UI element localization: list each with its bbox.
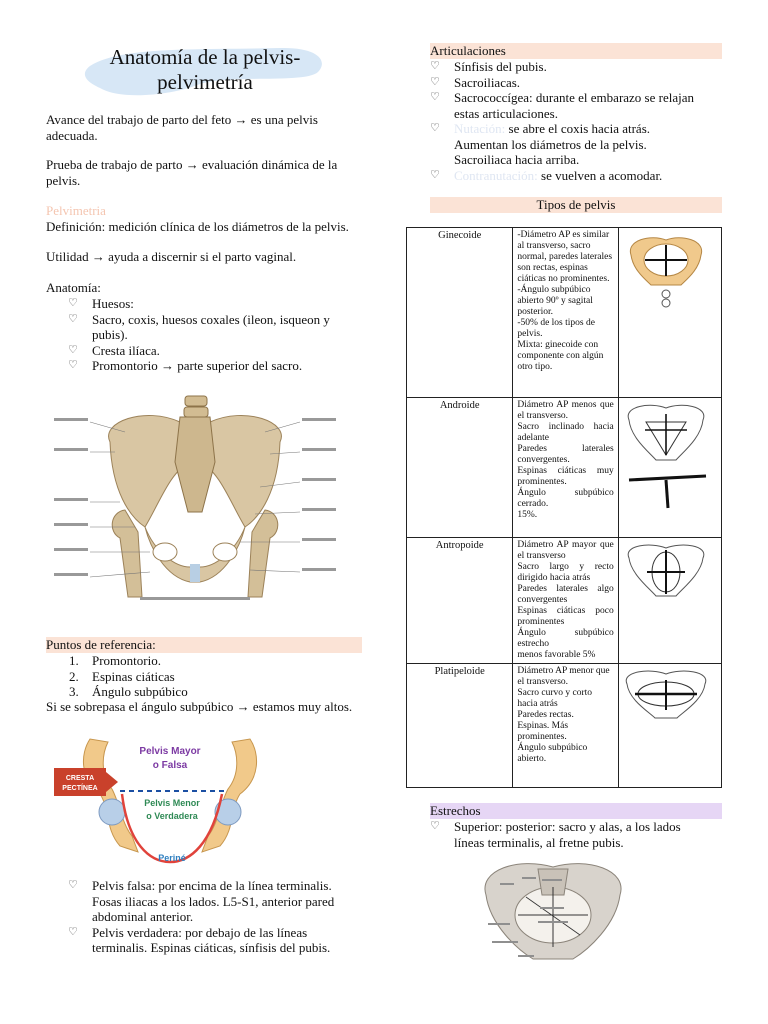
heart-bullet-icon: ♡ bbox=[68, 312, 78, 325]
pelvis-mayor-menor-diagram: CRESTA PECTÍNEA Pelvis Mayor o Falsa Pel… bbox=[54, 738, 258, 864]
list-item-continuation: Aumentan los diámetros de la pelvis. bbox=[454, 136, 647, 152]
antropoide-pelvis-icon bbox=[627, 544, 704, 597]
list-item: ♡Cresta ilíaca. bbox=[68, 342, 160, 358]
list-number: 1. bbox=[69, 653, 79, 668]
estrechos-heading: Estrechos bbox=[430, 803, 722, 819]
heart-bullet-icon: ♡ bbox=[68, 359, 78, 371]
list-item: ♡Nutación: se abre el coxis hacia atrás. bbox=[430, 121, 650, 136]
puntos-heading: Puntos de referencia: bbox=[46, 637, 362, 653]
list-number: 3. bbox=[69, 684, 79, 699]
tipo-image-cell bbox=[617, 397, 723, 538]
pelvis-mayor-label-1: Pelvis Mayor bbox=[139, 746, 200, 757]
ginecoide-pelvis-icon bbox=[629, 237, 702, 308]
tipo-name: Androide bbox=[405, 397, 514, 538]
definicion-text: Definición: medición clínica de los diám… bbox=[46, 219, 349, 234]
pelvis-falsa-verdadera-list: ♡Pelvis falsa: por encima de la línea te… bbox=[46, 878, 364, 956]
list-item: ♡Promontorio → parte superior del sacro. bbox=[68, 358, 303, 373]
title-highlight-blob bbox=[84, 47, 322, 96]
pelvis-mayor-label-2: o Falsa bbox=[153, 760, 188, 771]
anatomia-heading: Anatomía: bbox=[46, 280, 101, 295]
androide-pelvis-icon bbox=[627, 404, 706, 509]
heart-bullet-icon: ♡ bbox=[430, 60, 440, 72]
list-item: ♡Sacrococcígea: durante el embarazo se r… bbox=[430, 90, 694, 121]
heart-bullet-icon: ♡ bbox=[430, 91, 440, 103]
intro-paragraph-2: Prueba de trabajo de parto → evaluación … bbox=[46, 157, 338, 188]
heart-bullet-icon: ♡ bbox=[430, 168, 440, 181]
table-row: Platipeloide Diámetro AP menor que el tr… bbox=[405, 663, 723, 788]
table-row: Antropoide Diámetro AP mayor que el tran… bbox=[405, 537, 723, 664]
heart-bullet-icon: ♡ bbox=[68, 297, 78, 309]
nutacion-word: Nutación: bbox=[454, 121, 506, 136]
tipo-name: Platipeloide bbox=[405, 663, 514, 788]
table-row: Ginecoide -Diámetro AP es similar al tra… bbox=[405, 227, 723, 398]
estrechos-list: ♡Superior: posterior: sacro y alas, a lo… bbox=[408, 819, 708, 850]
sobrepasa-text: Si se sobrepasa el ángulo subpúbico → es… bbox=[46, 699, 353, 714]
list-item: ♡Sacro, coxis, huesos coxales (ileon, is… bbox=[68, 311, 330, 343]
list-item: ♡Pelvis falsa: por encima de la línea te… bbox=[68, 878, 335, 924]
heart-bullet-icon: ♡ bbox=[68, 879, 78, 891]
list-number: 2. bbox=[69, 668, 79, 684]
tipo-image-cell bbox=[617, 663, 723, 788]
heart-bullet-icon: ♡ bbox=[68, 925, 78, 938]
tipos-heading: Tipos de pelvis bbox=[430, 197, 722, 213]
page-title: Anatomía de la pelvis-pelvimetría bbox=[109, 45, 301, 94]
tipo-desc: -Diámetro AP es similar al transverso, s… bbox=[512, 227, 619, 398]
intro-paragraph-1: Avance del trabajo de parto del feto → e… bbox=[46, 112, 318, 143]
tipo-desc: Diámetro AP menos que el transverso. Sac… bbox=[512, 397, 619, 538]
puntos-list: 1.Promontorio. 2.Espinas ciáticas 3.Ángu… bbox=[46, 653, 362, 700]
pelvimetria-heading: Pelvimetria bbox=[46, 203, 106, 218]
tipos-pelvis-table: Ginecoide -Diámetro AP es similar al tra… bbox=[405, 227, 723, 788]
tipo-image-cell bbox=[617, 227, 723, 398]
heart-bullet-icon: ♡ bbox=[68, 343, 78, 356]
utilidad-text: Utilidad → ayuda a discernir si el parto… bbox=[46, 249, 297, 264]
heart-bullet-icon: ♡ bbox=[430, 820, 440, 832]
contranutacion-word: Contranutación: bbox=[454, 167, 538, 183]
title-area: Anatomía de la pelvis-pelvimetría bbox=[80, 44, 330, 102]
articulaciones-heading: Articulaciones bbox=[430, 43, 722, 59]
list-item: ♡Superior: posterior: sacro y alas, a lo… bbox=[430, 819, 681, 850]
list-item-continuation: Sacroiliaca hacia arriba. bbox=[454, 152, 580, 167]
list-item: ♡Huesos: bbox=[68, 296, 134, 311]
platipeloide-pelvis-icon bbox=[625, 670, 706, 719]
heart-bullet-icon: ♡ bbox=[430, 122, 440, 134]
heart-bullet-icon: ♡ bbox=[430, 75, 440, 88]
estrecho-superior-figure bbox=[484, 863, 622, 960]
articulaciones-list: ♡Sínfisis del pubis. ♡Sacroiliacas. ♡Sac… bbox=[408, 59, 722, 183]
tipo-name: Antropoide bbox=[405, 537, 514, 664]
cresta-pectinea-label-1: CRESTA bbox=[66, 775, 94, 782]
table-row: Androide Diámetro AP menos que el transv… bbox=[405, 397, 723, 538]
list-item: ♡Pelvis verdadera: por debajo de las lín… bbox=[68, 924, 331, 956]
tipo-image-cell bbox=[617, 537, 723, 664]
perine-label: Periné bbox=[158, 853, 186, 863]
pelvis-anatomy-figure bbox=[50, 392, 340, 604]
list-item: ♡Sacroiliacas. bbox=[430, 74, 521, 90]
list-item: 1.Promontorio. bbox=[69, 653, 161, 668]
list-item: 2.Espinas ciáticas bbox=[69, 668, 175, 684]
tipo-desc: Diámetro AP mayor que el transverso Sacr… bbox=[512, 537, 619, 664]
tipo-desc: Diámetro AP menor que el transverso. Sac… bbox=[512, 663, 619, 788]
pelvis-menor-label-1: Pelvis Menor bbox=[144, 798, 200, 808]
list-item: 3.Ángulo subpúbico bbox=[69, 684, 188, 699]
tipo-name: Ginecoide bbox=[405, 227, 514, 398]
anatomia-list: ♡Huesos: ♡Sacro, coxis, huesos coxales (… bbox=[46, 296, 362, 374]
cresta-pectinea-label-2: PECTÍNEA bbox=[62, 783, 97, 792]
pelvis-menor-label-2: o Verdadera bbox=[146, 811, 199, 821]
list-item: ♡Contranutación: se vuelven a acomodar. bbox=[430, 167, 663, 183]
list-item: ♡Sínfisis del pubis. bbox=[430, 59, 547, 74]
